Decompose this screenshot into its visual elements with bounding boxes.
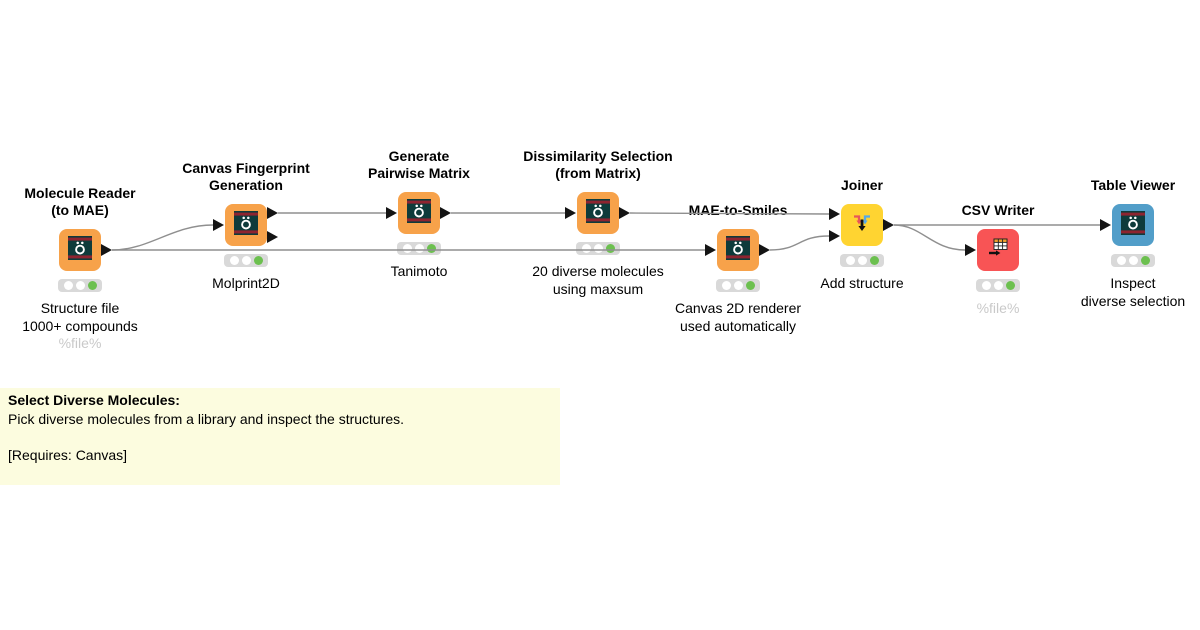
traffic-light [224,254,268,267]
flow-variable-caption: %file% [58,335,102,351]
node-dissimilarity-selection[interactable]: Dissimilarity Selection (from Matrix) 20… [523,148,672,297]
node-caption: Canvas 2D renderer used automatically [674,300,802,334]
csv-table-icon [986,236,1010,265]
node-caption: Tanimoto [390,263,448,279]
light-green [1005,281,1015,290]
schrodinger-icon [234,210,258,240]
output-port[interactable] [619,207,630,219]
node-body[interactable] [1100,204,1154,246]
traffic-light [58,279,102,292]
light-red [63,281,73,290]
schrodinger-icon [586,198,610,228]
annotation-heading: Select Diverse Molecules: [8,392,180,408]
input-port[interactable] [565,207,576,219]
input-port-2[interactable] [829,230,840,242]
light-red [845,256,855,265]
output-port[interactable] [883,219,894,231]
input-port[interactable] [213,219,224,231]
output-port[interactable] [101,244,112,256]
node-table-viewer[interactable]: Table Viewer Inspect diverse selection [1081,177,1185,309]
schrodinger-icon [407,198,431,228]
input-port[interactable] [1100,219,1111,231]
node-title: Joiner [840,177,883,193]
node-caption: %file% [903,300,1093,318]
light-green [87,281,97,290]
output-port[interactable] [759,244,770,256]
flow-variable-caption: %file% [976,300,1020,316]
light-yellow [414,244,424,253]
light-green [869,256,879,265]
traffic-light [1111,254,1155,267]
traffic-light [840,254,884,267]
node-body[interactable] [705,229,770,271]
node-joiner[interactable]: Joiner Add structure [820,177,903,291]
light-green [605,244,615,253]
node-body[interactable] [59,229,112,271]
node-body[interactable] [829,204,894,246]
node-generate-pairwise-matrix[interactable]: Generate Pairwise Matrix Tanimoto [368,148,470,279]
node-caption: Inspect diverse selection [1080,275,1186,309]
node-csv-writer[interactable]: CSV Writer %file% [962,202,1035,316]
node-caption: Structure file 1000+ compounds%file% [0,300,175,353]
node-title: MAE-to-Smiles [688,202,788,218]
node-molecule-reader[interactable]: Molecule Reader (to MAE) Structure file … [22,185,138,351]
node-title: CSV Writer [961,202,1035,218]
traffic-light [576,242,620,255]
light-red [229,256,239,265]
annotation-body: Pick diverse molecules from a library an… [8,410,405,427]
light-yellow [593,244,603,253]
light-green [745,281,755,290]
input-port[interactable] [705,244,716,256]
node-body[interactable] [565,192,630,234]
output-port[interactable] [440,207,451,219]
node-body[interactable] [386,192,451,234]
light-yellow [75,281,85,290]
node-title: Table Viewer [1090,177,1176,193]
schrodinger-icon [1121,210,1145,240]
workflow-annotation[interactable]: Select Diverse Molecules: Pick diverse m… [0,388,560,485]
node-caption: Molprint2D [212,275,280,291]
traffic-light [397,242,441,255]
light-yellow [857,256,867,265]
input-port-1[interactable] [829,208,840,220]
light-red [581,244,591,253]
output-port-2[interactable] [267,231,278,243]
node-mae-to-smiles[interactable]: MAE-to-Smiles Canvas 2D renderer used au… [675,202,801,334]
schrodinger-icon [68,235,92,265]
input-port[interactable] [386,207,397,219]
node-caption: Add structure [820,275,904,291]
wire-reader-to-fingerprint[interactable] [111,224,214,251]
light-yellow [733,281,743,290]
light-yellow [993,281,1003,290]
wire-joiner-to-csvwriter[interactable] [893,224,966,251]
node-canvas-fingerprint-generation[interactable]: Canvas Fingerprint Generation Molprint2D [182,160,310,291]
node-title: Canvas Fingerprint Generation [182,160,310,193]
light-green [1140,256,1150,265]
input-port[interactable] [965,244,976,256]
output-port-1[interactable] [267,207,278,219]
wire-maetosmiles-to-joiner[interactable] [769,235,830,251]
light-red [981,281,991,290]
light-red [721,281,731,290]
node-title: Dissimilarity Selection (from Matrix) [523,148,673,181]
light-red [402,244,412,253]
light-yellow [241,256,251,265]
schrodinger-icon [726,235,750,265]
node-body[interactable] [213,204,278,246]
node-body[interactable] [965,229,1019,271]
annotation-footer: [Requires: Canvas] [8,447,128,463]
light-red [1116,256,1126,265]
joiner-icon [849,210,875,241]
traffic-light [976,279,1020,292]
light-green [426,244,436,253]
light-yellow [1128,256,1138,265]
node-caption: 20 diverse molecules using maxsum [532,263,664,297]
node-title: Molecule Reader (to MAE) [24,185,136,218]
traffic-light [716,279,760,292]
light-green [253,256,263,265]
node-title: Generate Pairwise Matrix [368,148,470,181]
